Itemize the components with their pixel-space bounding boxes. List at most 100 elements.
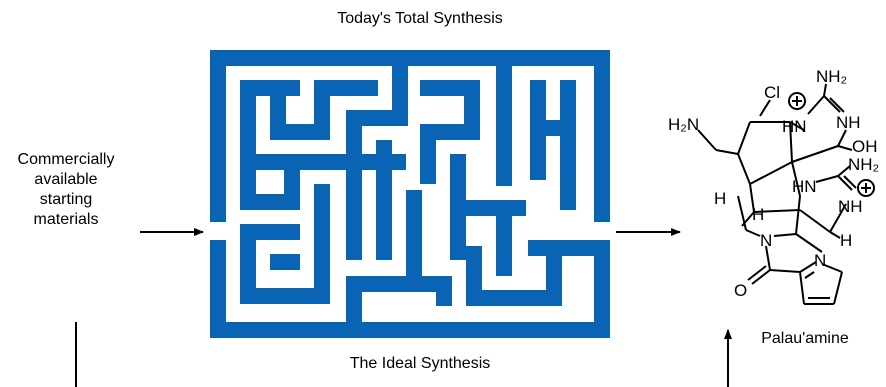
positive-charge-icon bbox=[857, 179, 875, 197]
atom-hn-mid: HN bbox=[792, 177, 817, 196]
maze-wall bbox=[450, 154, 466, 260]
bond bbox=[745, 229, 761, 237]
bond bbox=[829, 231, 841, 239]
bond bbox=[749, 161, 793, 185]
maze-wall bbox=[314, 80, 378, 96]
atom-h-right: H bbox=[840, 231, 852, 250]
bond bbox=[833, 271, 843, 305]
bond bbox=[829, 203, 847, 233]
maze-wall bbox=[466, 290, 546, 306]
title-ideal-synthesis: The Ideal Synthesis bbox=[349, 355, 491, 372]
bond bbox=[765, 245, 771, 271]
atom-nh-mid: NH bbox=[838, 197, 863, 216]
bond bbox=[789, 121, 793, 163]
maze-wall-right-upper bbox=[594, 50, 610, 222]
synthesis-maze bbox=[210, 50, 610, 338]
bond bbox=[837, 129, 847, 147]
start-line-2: available bbox=[34, 171, 98, 188]
bond bbox=[747, 265, 767, 281]
bond bbox=[807, 95, 825, 115]
starting-materials-label: Commercially available starting material… bbox=[2, 150, 130, 230]
atom-n-ring: N bbox=[760, 231, 772, 250]
maze-wall bbox=[240, 194, 300, 210]
maze-wall bbox=[346, 276, 362, 322]
bond bbox=[737, 121, 751, 155]
maze-wall bbox=[560, 80, 576, 210]
maze-wall bbox=[392, 154, 406, 170]
maze-wall bbox=[270, 254, 300, 270]
atom-h-center: H bbox=[752, 205, 764, 224]
maze-wall bbox=[530, 120, 576, 136]
start-line-4: materials bbox=[33, 211, 99, 228]
bond bbox=[799, 271, 805, 305]
maze-wall bbox=[376, 140, 392, 260]
atom-h-left: H bbox=[714, 189, 726, 208]
bond bbox=[791, 145, 839, 163]
bond bbox=[837, 165, 851, 177]
bond bbox=[799, 209, 831, 233]
bond bbox=[737, 195, 747, 231]
bond bbox=[759, 99, 771, 117]
atom-o: O bbox=[734, 281, 747, 300]
maze-wall bbox=[284, 170, 300, 194]
bond bbox=[815, 175, 839, 183]
maze-wall-top bbox=[210, 50, 610, 66]
atom-nh2-mid: NH₂ bbox=[848, 155, 879, 174]
bond bbox=[795, 233, 823, 253]
maze-wall bbox=[496, 216, 512, 276]
bond bbox=[823, 95, 841, 113]
maze-wall bbox=[406, 190, 422, 276]
bond bbox=[829, 97, 845, 113]
atom-hn-top: HN bbox=[782, 117, 807, 136]
atom-nh-top: NH bbox=[836, 113, 861, 132]
bond bbox=[804, 271, 815, 279]
maze-wall bbox=[314, 184, 330, 294]
maze-wall-bottom bbox=[210, 322, 610, 338]
bond bbox=[789, 121, 805, 131]
bond bbox=[773, 233, 797, 237]
bond bbox=[799, 261, 817, 273]
maze-wall bbox=[256, 154, 376, 170]
bond bbox=[837, 145, 853, 151]
maze-wall bbox=[240, 80, 300, 96]
bond bbox=[843, 175, 857, 189]
maze-wall bbox=[256, 288, 330, 304]
bond bbox=[791, 161, 801, 197]
bond bbox=[795, 195, 801, 235]
maze-wall bbox=[466, 246, 482, 290]
maze-wall bbox=[496, 66, 512, 186]
product-name-label: Palau'amine bbox=[761, 330, 849, 347]
positive-charge-icon bbox=[788, 92, 806, 110]
bond bbox=[837, 175, 853, 191]
bond bbox=[821, 263, 843, 273]
bond bbox=[697, 129, 717, 151]
atom-nh2-top: NH₂ bbox=[816, 67, 847, 86]
bond bbox=[715, 149, 739, 155]
maze-wall-left-upper bbox=[210, 50, 226, 222]
maze-wall bbox=[362, 276, 438, 292]
maze-wall bbox=[346, 170, 362, 260]
maze-wall bbox=[528, 240, 594, 256]
bond bbox=[823, 83, 827, 97]
maze-wall bbox=[466, 200, 526, 216]
bond bbox=[737, 153, 751, 185]
atom-oh: OH bbox=[852, 137, 878, 156]
bond bbox=[749, 183, 755, 213]
start-line-1: Commercially bbox=[17, 151, 115, 168]
atom-cl: Cl bbox=[764, 83, 780, 102]
atom-h2n: H₂N bbox=[668, 115, 699, 134]
atom-n-pyrrole: N bbox=[814, 251, 826, 270]
maze-wall-left-lower bbox=[210, 240, 226, 338]
maze-wall bbox=[392, 66, 408, 126]
title-todays-total-synthesis: Today's Total Synthesis bbox=[337, 10, 503, 27]
maze-wall bbox=[240, 80, 256, 210]
maze-wall bbox=[420, 124, 436, 184]
maze-wall bbox=[240, 224, 256, 304]
palauamine-structure bbox=[697, 83, 875, 305]
bond bbox=[769, 269, 801, 273]
maze-wall bbox=[436, 276, 452, 306]
maze-wall bbox=[546, 256, 562, 306]
start-line-3: starting bbox=[39, 191, 93, 208]
bond bbox=[753, 209, 801, 213]
